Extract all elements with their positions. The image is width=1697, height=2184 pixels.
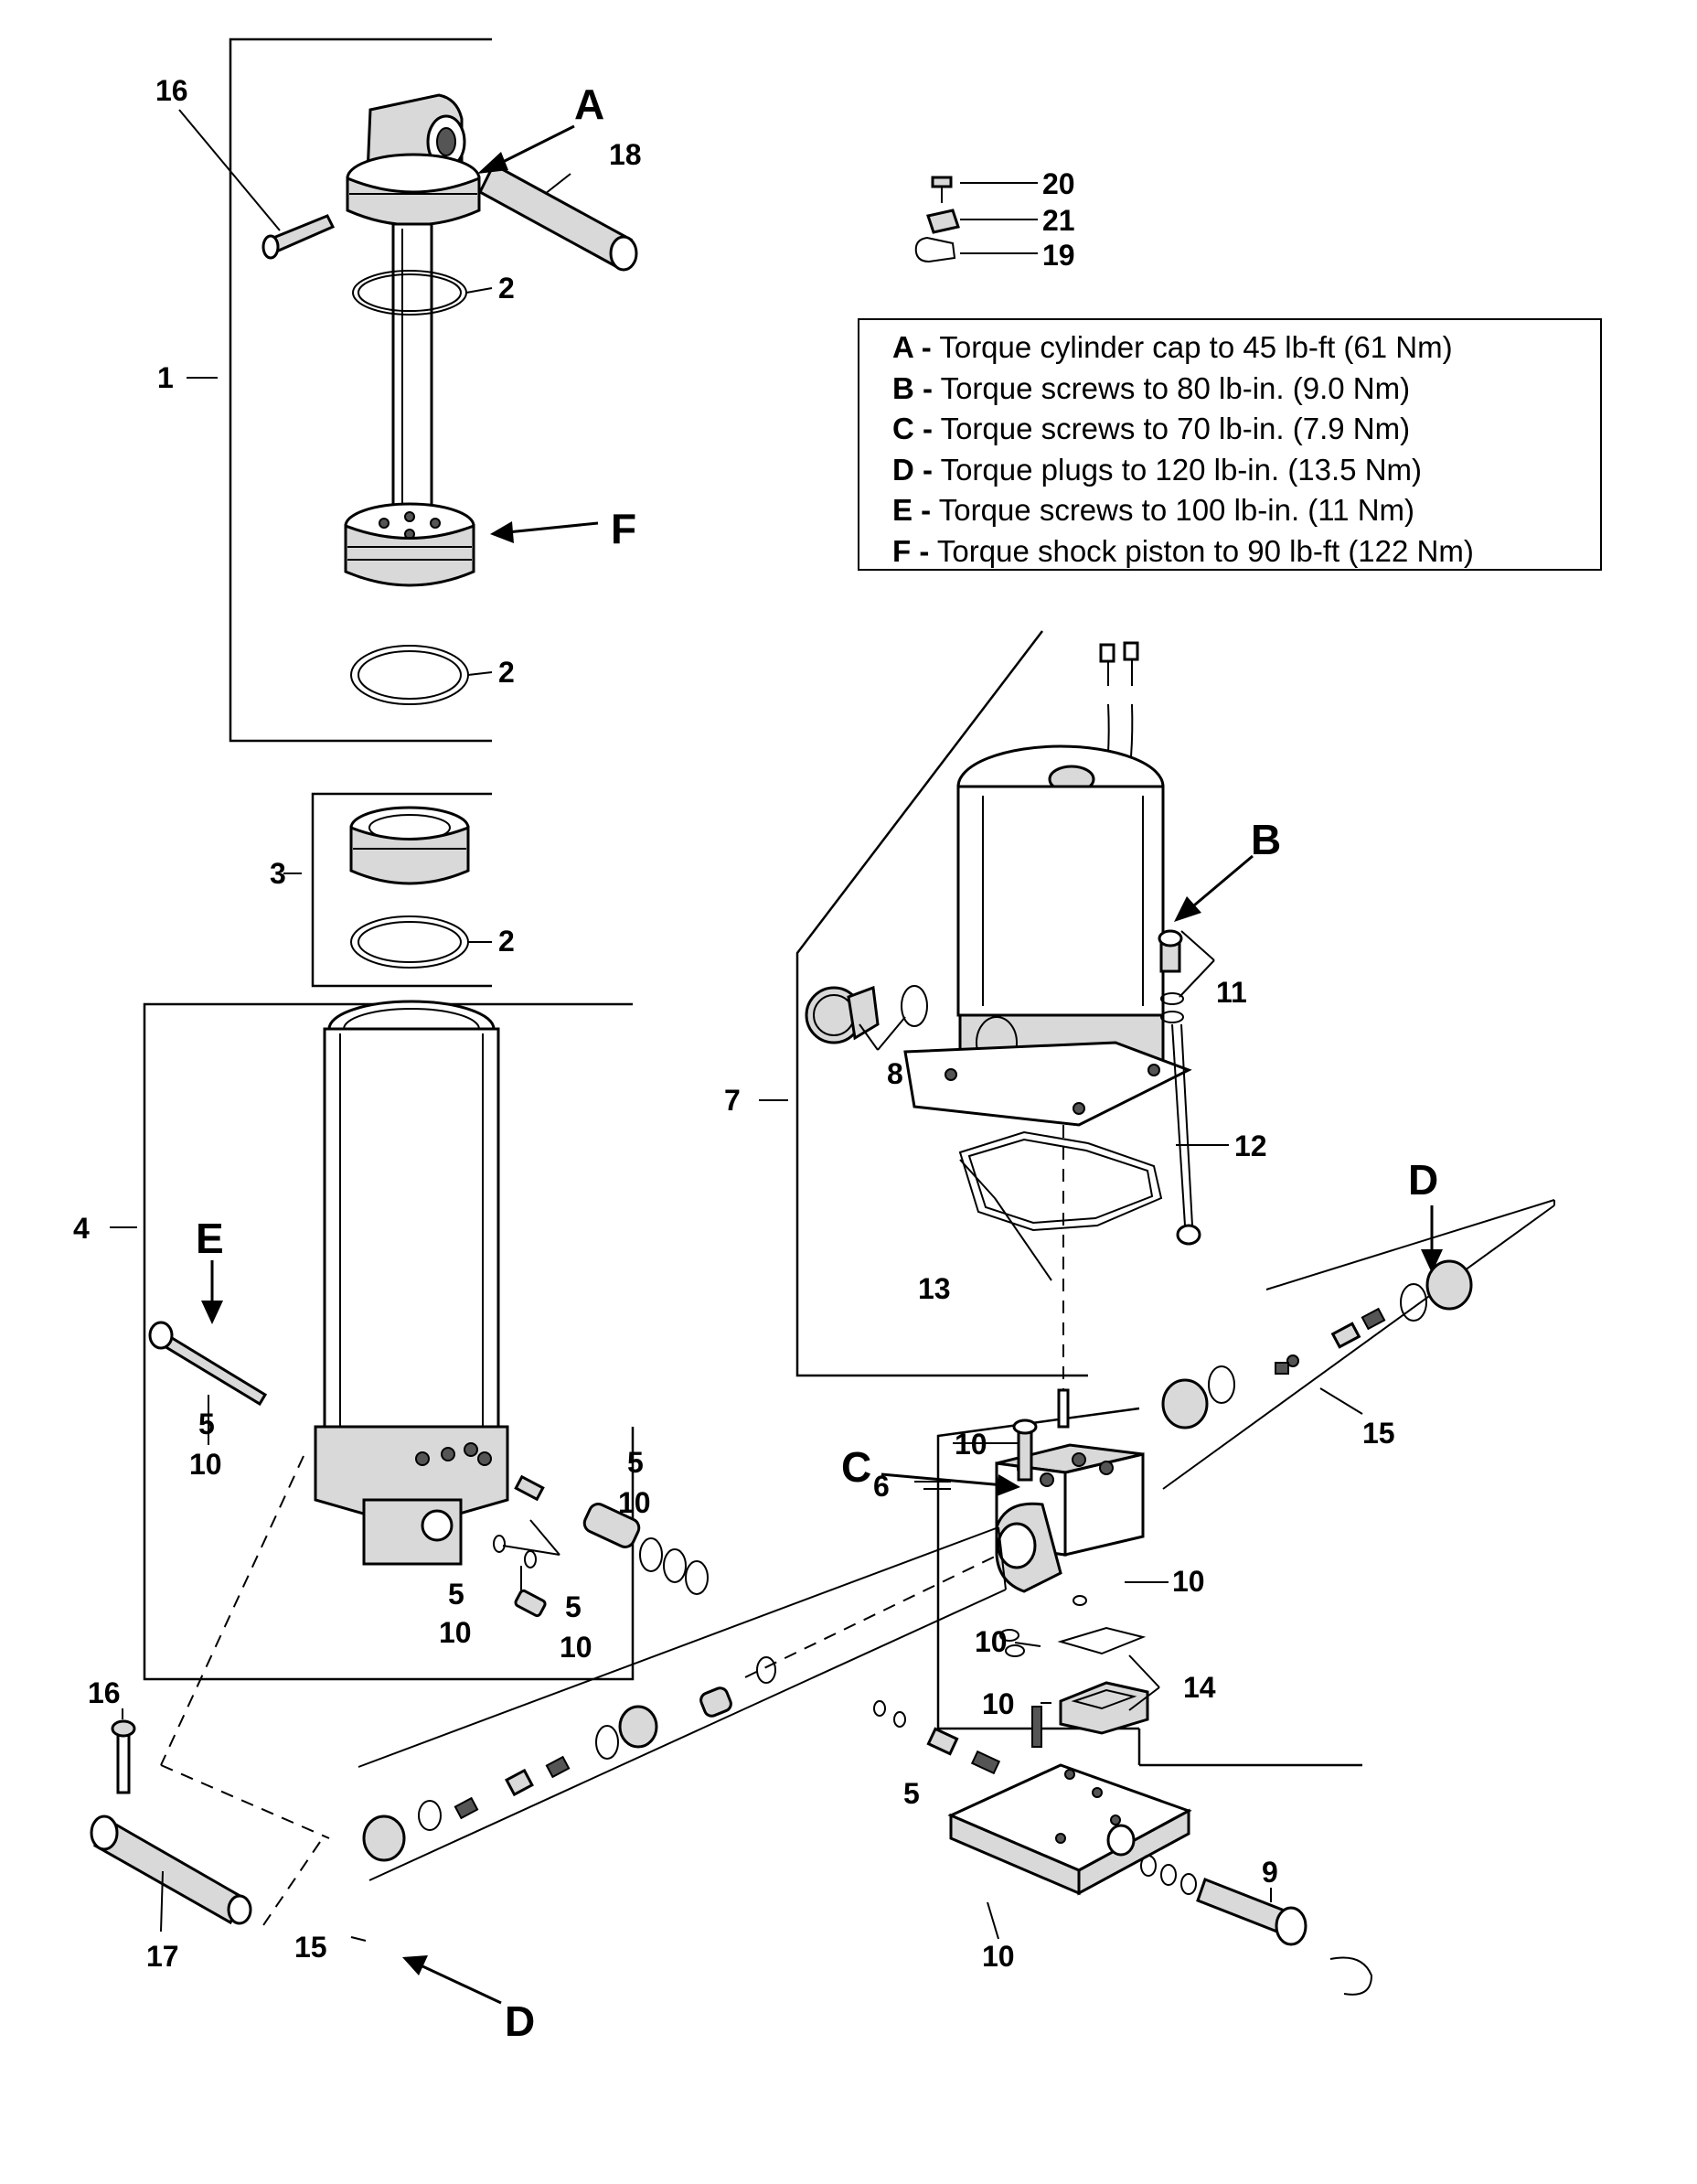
callout-20: 20 bbox=[1042, 167, 1075, 200]
shock-rod-assembly bbox=[261, 93, 638, 705]
callout-15-upper: 15 bbox=[1362, 1417, 1395, 1450]
callout-3: 3 bbox=[270, 857, 286, 890]
torque-spec-legend: A - Torque cylinder cap to 45 lb-ft (61 … bbox=[858, 318, 1602, 571]
callout-4: 4 bbox=[73, 1212, 90, 1245]
torque-spec-c: C - Torque screws to 70 lb-in. (7.9 Nm) bbox=[892, 412, 1411, 445]
callout-10-screw-c: 10 bbox=[955, 1428, 987, 1461]
callout-21: 21 bbox=[1042, 204, 1075, 237]
pump-block bbox=[995, 1419, 1149, 1748]
callout-2-lower: 2 bbox=[498, 656, 515, 689]
letter-b: B bbox=[1251, 816, 1281, 863]
callout-19: 19 bbox=[1042, 239, 1075, 272]
callout-6: 6 bbox=[873, 1470, 890, 1503]
callout-5-valve: 5 bbox=[903, 1777, 920, 1810]
callout-5-right: 5 bbox=[627, 1446, 644, 1479]
valve-strip-upper bbox=[1161, 1259, 1473, 1429]
torque-letters: A F B D E C D bbox=[196, 80, 1438, 2045]
callout-12: 12 bbox=[1234, 1129, 1267, 1162]
small-hardware bbox=[914, 176, 960, 263]
callout-5-cluster: 5 bbox=[565, 1590, 582, 1623]
letter-a: A bbox=[574, 80, 604, 128]
callout-5-bottom: 5 bbox=[448, 1578, 464, 1611]
callout-numbers: 16 18 2 1 2 3 2 4 5 10 5 10 5 10 5 10 16… bbox=[73, 74, 1395, 1973]
callout-10-orings: 10 bbox=[975, 1625, 1008, 1658]
callout-5-screw: 5 bbox=[198, 1408, 215, 1440]
callout-13: 13 bbox=[918, 1272, 951, 1305]
pivot-pin bbox=[90, 1719, 252, 1925]
torque-spec-b: B - Torque screws to 80 lb-in. (9.0 Nm) bbox=[892, 370, 1411, 405]
memory-piston bbox=[349, 806, 470, 969]
letter-e: E bbox=[196, 1215, 224, 1262]
callout-11: 11 bbox=[1216, 976, 1247, 1009]
valve-strip-lower bbox=[358, 1526, 1007, 1881]
trim-cylinder bbox=[148, 1000, 709, 1618]
callout-2-memory: 2 bbox=[498, 925, 515, 958]
callout-1: 1 bbox=[157, 361, 174, 394]
callout-10-block: 10 bbox=[982, 1940, 1015, 1973]
letter-f: F bbox=[611, 505, 636, 552]
letter-c: C bbox=[841, 1443, 871, 1491]
callout-8: 8 bbox=[887, 1057, 903, 1090]
leader-lines bbox=[110, 109, 1443, 2005]
callout-7: 7 bbox=[724, 1084, 741, 1117]
callout-10-right: 10 bbox=[618, 1486, 651, 1519]
callout-16-upper: 16 bbox=[155, 74, 188, 107]
pump-motor bbox=[805, 641, 1201, 1429]
callout-18: 18 bbox=[609, 138, 642, 171]
callout-16-lower: 16 bbox=[88, 1676, 121, 1709]
letter-d-lower: D bbox=[505, 1997, 535, 2045]
torque-spec-f: F - Torque shock piston to 90 lb-ft (122… bbox=[892, 533, 1474, 568]
callout-17: 17 bbox=[146, 1940, 179, 1973]
callout-2-upper: 2 bbox=[498, 272, 515, 305]
letter-d-upper: D bbox=[1408, 1156, 1438, 1204]
callout-10-screw: 10 bbox=[189, 1448, 222, 1481]
callout-9: 9 bbox=[1262, 1856, 1278, 1889]
torque-spec-e: E - Torque screws to 100 lb-in. (11 Nm) bbox=[892, 493, 1414, 527]
callout-10-washer: 10 bbox=[1172, 1565, 1205, 1598]
bracket-frames bbox=[143, 37, 1555, 1767]
alignment-dashes bbox=[160, 1455, 330, 1929]
valve-block bbox=[873, 1700, 1373, 1996]
callout-10-spring: 10 bbox=[982, 1687, 1015, 1720]
torque-spec-a: A - Torque cylinder cap to 45 lb-ft (61 … bbox=[892, 330, 1453, 364]
callout-15-lower: 15 bbox=[294, 1931, 327, 1964]
callout-14: 14 bbox=[1183, 1671, 1216, 1704]
callout-10-cluster: 10 bbox=[560, 1631, 592, 1664]
callout-10-bottom: 10 bbox=[439, 1616, 472, 1649]
torque-spec-d: D - Torque plugs to 120 lb-in. (13.5 Nm) bbox=[892, 452, 1423, 487]
